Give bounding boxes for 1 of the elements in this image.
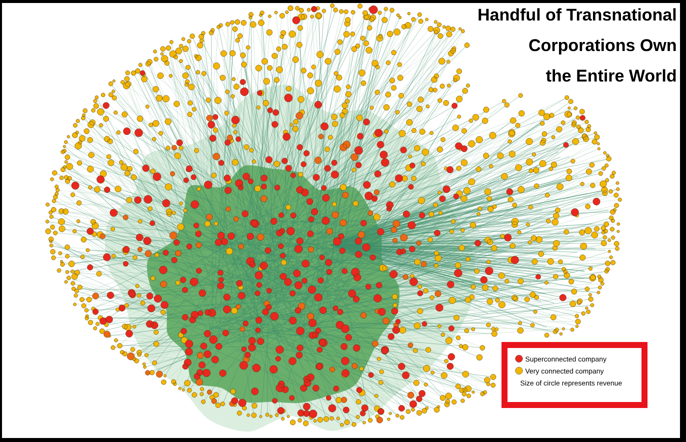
title: Handful of Transnational Corporations Own the Entire World <box>478 8 676 82</box>
